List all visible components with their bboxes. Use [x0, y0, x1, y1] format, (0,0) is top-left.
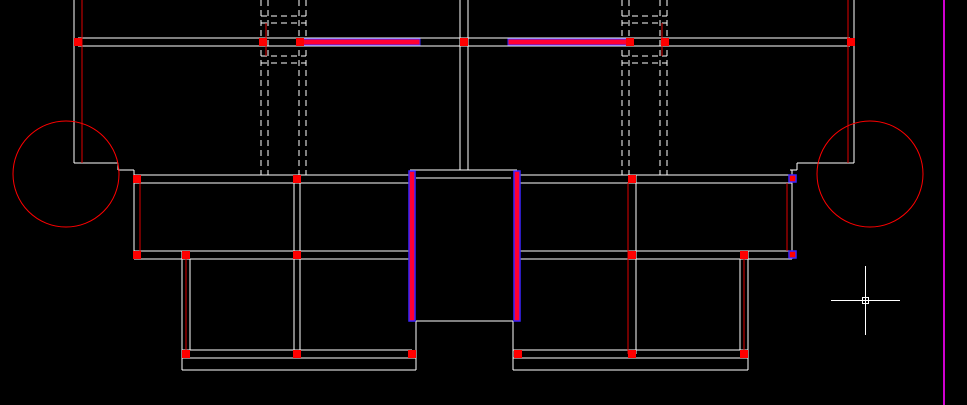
grip-point[interactable]: [293, 175, 301, 183]
reference-lines: [81, 0, 849, 354]
selected-beam-core-left[interactable]: [408, 170, 416, 322]
grip-point[interactable]: [626, 38, 634, 46]
selected-beam-top-left[interactable]: [299, 38, 421, 46]
grip-point[interactable]: [133, 251, 141, 259]
grip-point[interactable]: [661, 38, 669, 46]
grip-point[interactable]: [514, 350, 522, 358]
grip-point[interactable]: [408, 350, 416, 358]
grip-point[interactable]: [460, 38, 468, 46]
selected-beam-top-right[interactable]: [507, 38, 631, 46]
dashed-hidden-lines: [260, 0, 668, 175]
grip-point[interactable]: [740, 350, 748, 358]
grip-point[interactable]: [628, 175, 636, 183]
crosshair-cursor-icon: [831, 266, 900, 335]
grip-point[interactable]: [293, 350, 301, 358]
grip-points: [74, 38, 855, 358]
grip-point[interactable]: [293, 251, 301, 259]
selected-beams: [299, 38, 631, 322]
grip-point[interactable]: [847, 38, 855, 46]
grip-point[interactable]: [296, 38, 304, 46]
grip-point[interactable]: [182, 350, 190, 358]
grip-point[interactable]: [628, 350, 636, 358]
view-marker-right[interactable]: [816, 120, 924, 228]
grip-point[interactable]: [788, 174, 797, 183]
grip-point[interactable]: [133, 175, 141, 183]
bottom-walls: [181, 175, 749, 371]
middle-walls: [133, 169, 793, 354]
grip-point[interactable]: [182, 251, 190, 259]
selected-beam-core-right[interactable]: [513, 170, 521, 322]
top-walls: [73, 0, 855, 171]
grip-point[interactable]: [259, 38, 267, 46]
grip-point[interactable]: [74, 38, 82, 46]
grip-point[interactable]: [788, 250, 797, 259]
grip-point[interactable]: [628, 251, 636, 259]
view-marker-left[interactable]: [12, 120, 120, 228]
grip-point[interactable]: [740, 251, 748, 259]
